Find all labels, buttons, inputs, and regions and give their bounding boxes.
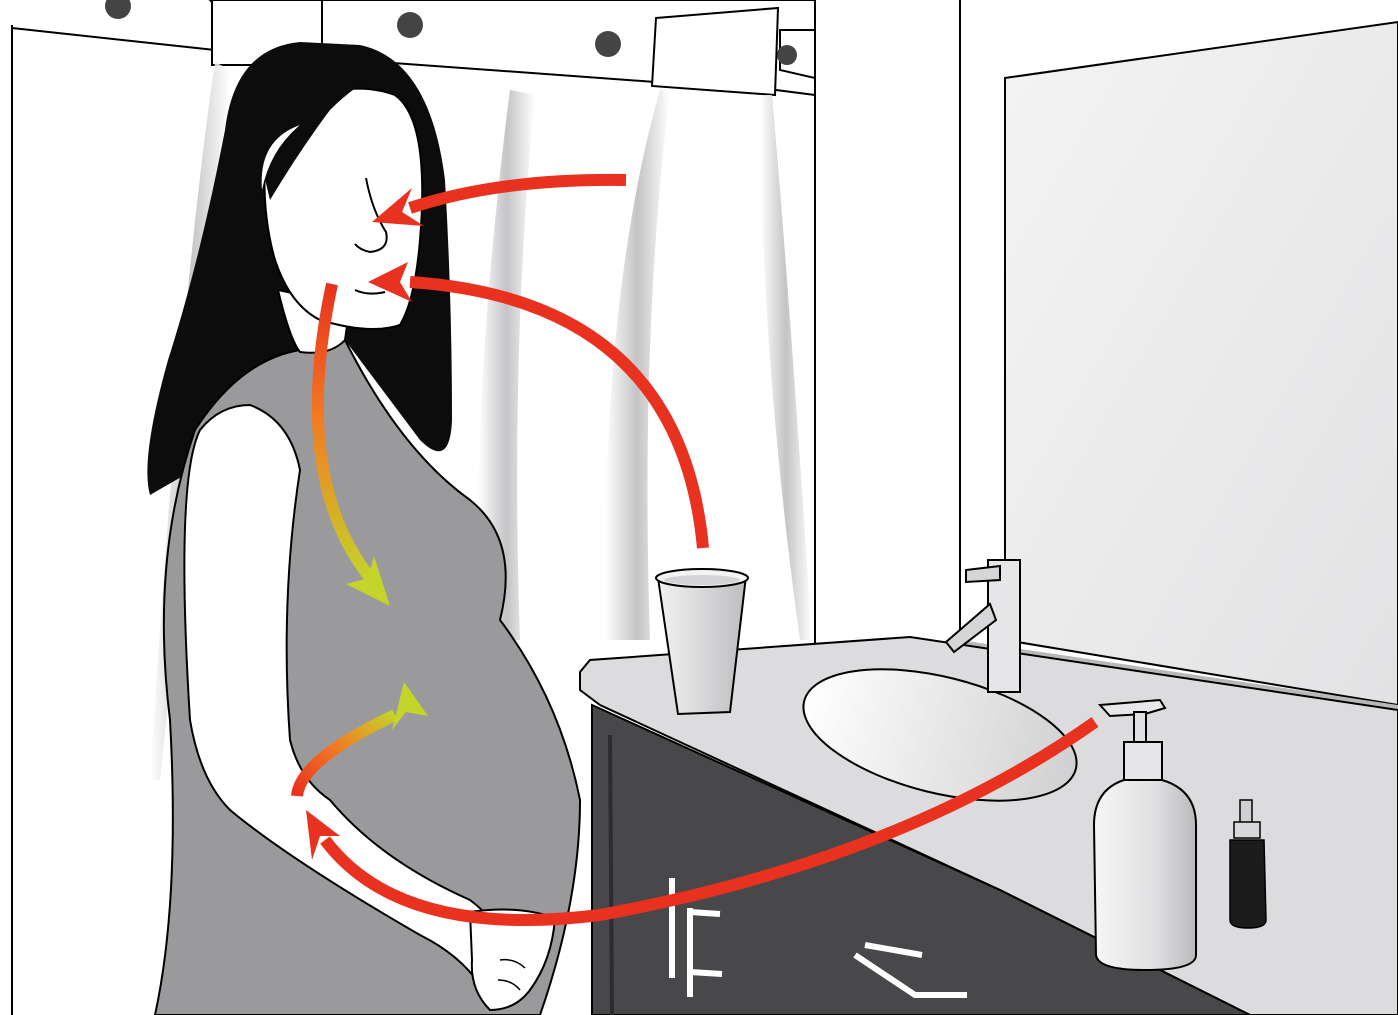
curtain-ring: [397, 12, 423, 38]
curtain-ring: [777, 45, 797, 65]
mirror: [1005, 22, 1398, 705]
curtain-ring: [595, 31, 621, 57]
